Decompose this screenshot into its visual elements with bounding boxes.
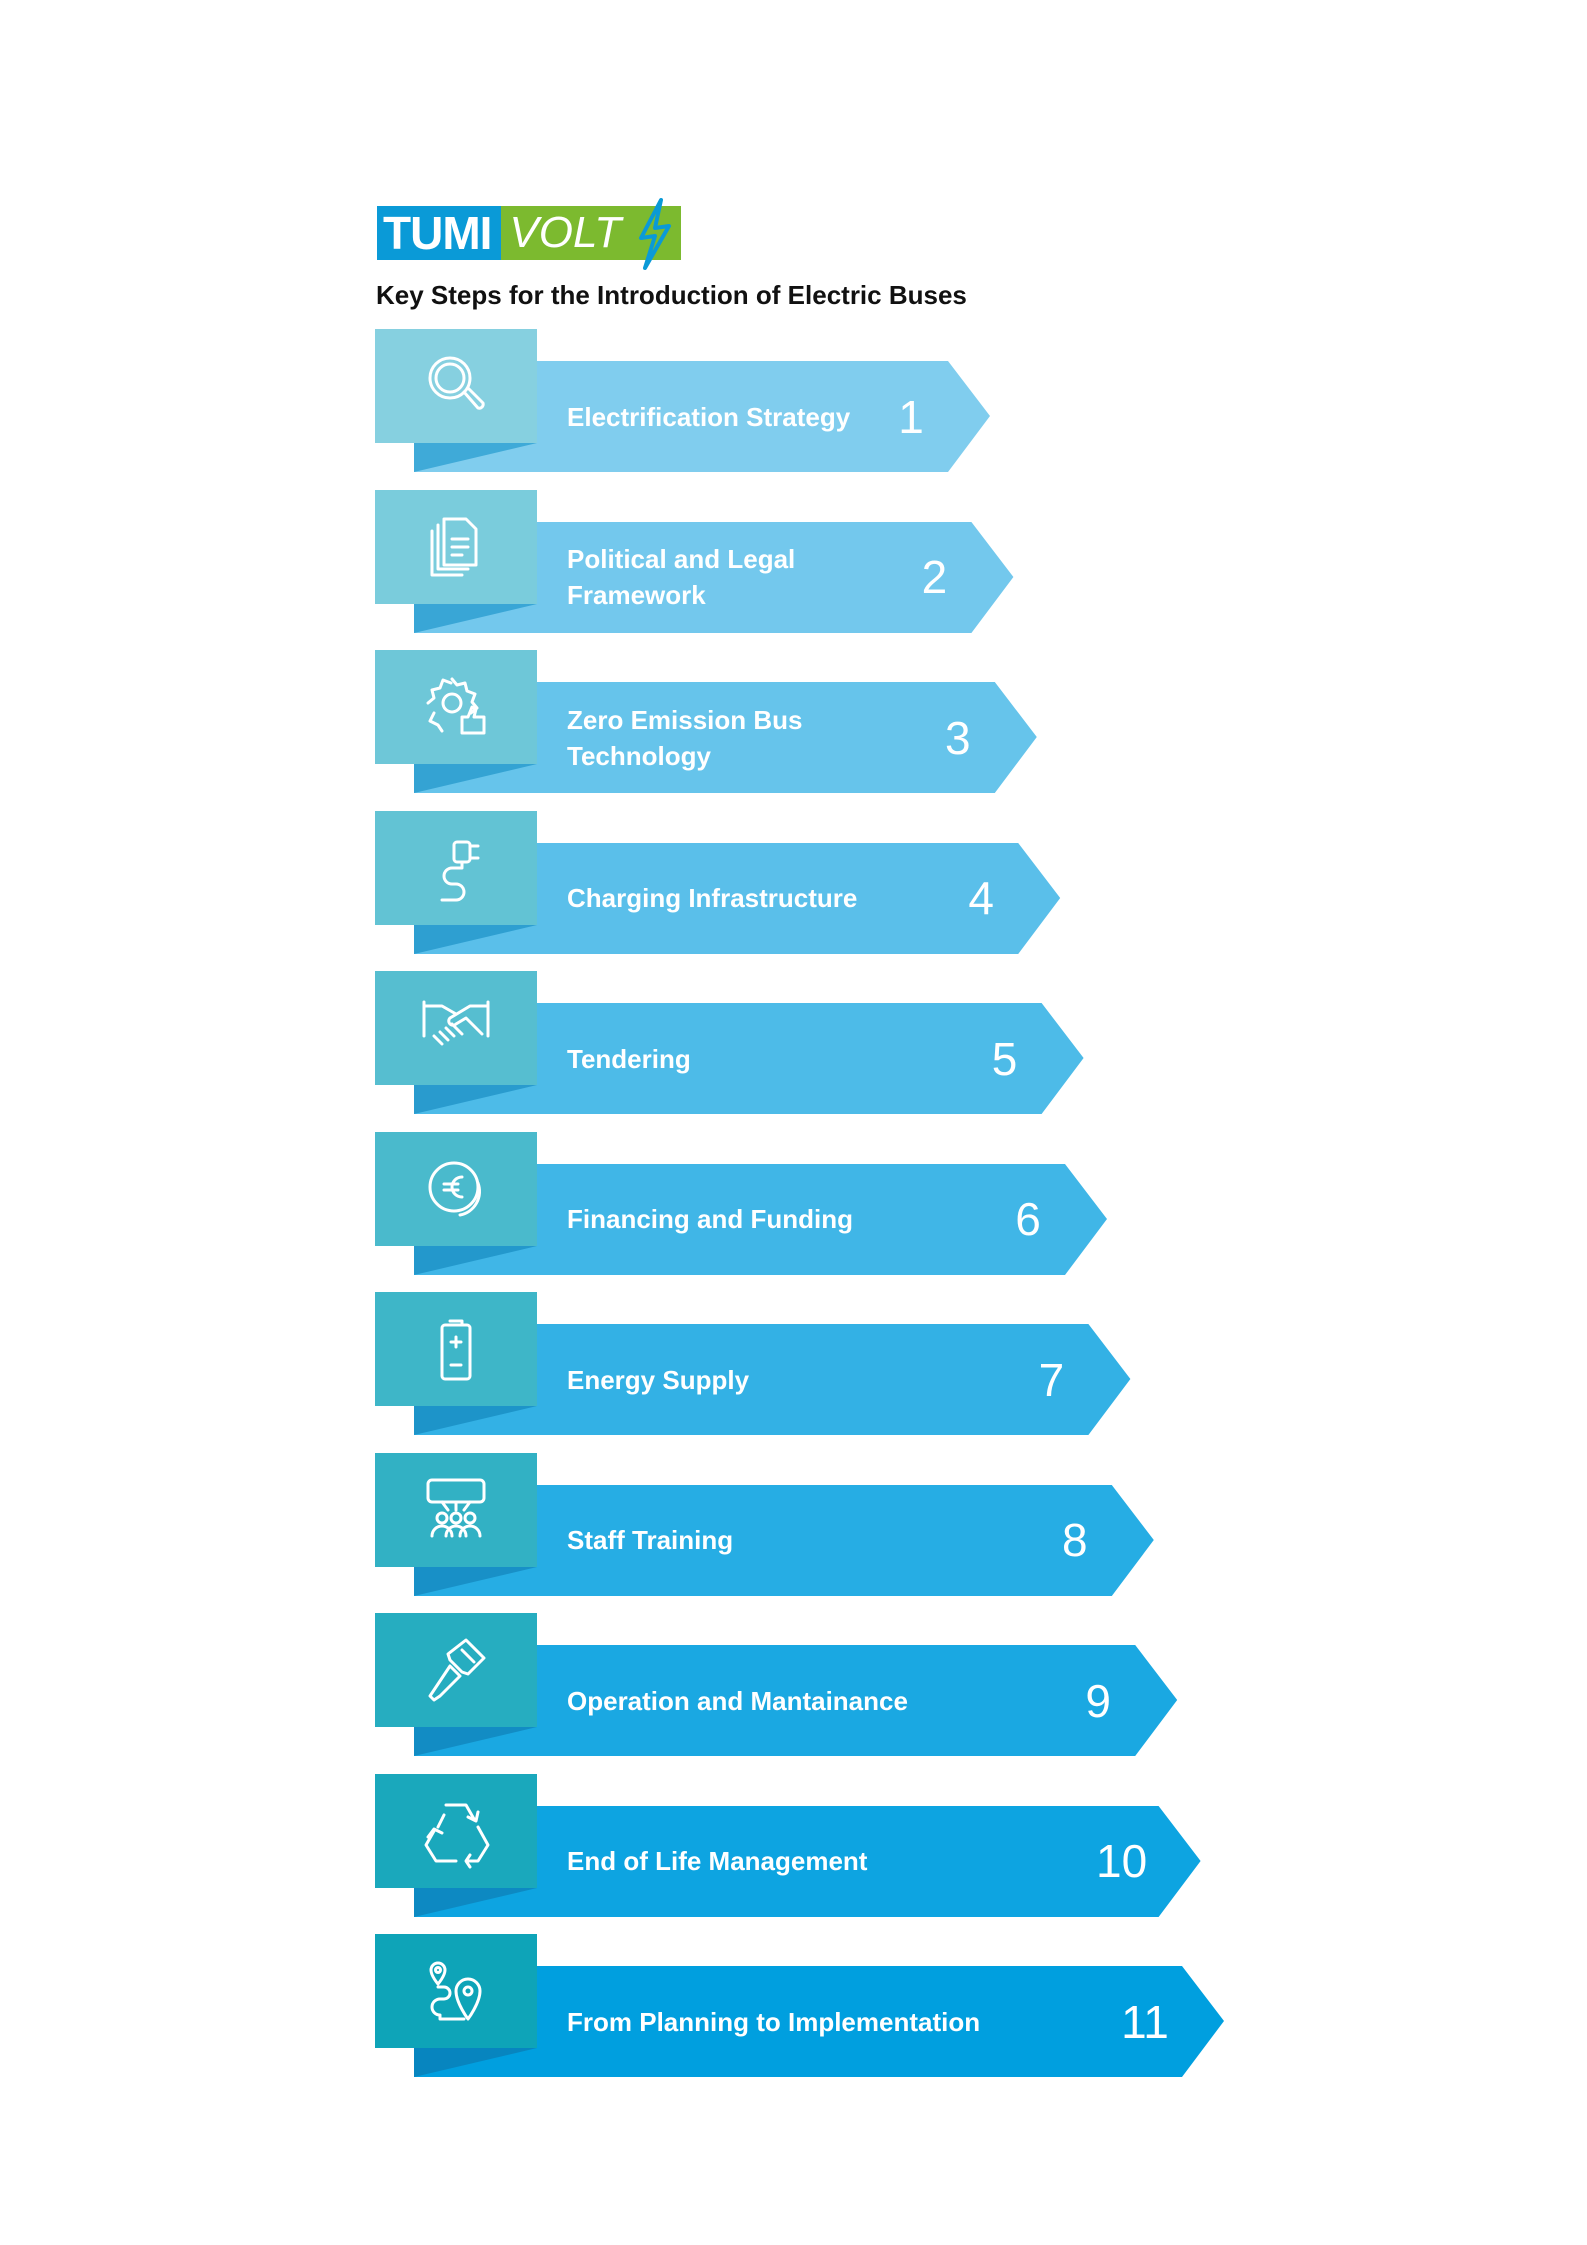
step-row-1: Electrification Strategy 1	[0, 329, 1587, 489]
step-row-8: Staff Training 8	[0, 1452, 1587, 1613]
screwdriver-icon	[428, 1638, 486, 1702]
step-label: Charging Infrastructure	[567, 883, 858, 913]
step-label: Tendering	[567, 1043, 691, 1074]
banner-arrow	[414, 842, 1061, 954]
icon-tile	[375, 650, 537, 764]
banner-arrow	[414, 1003, 1084, 1114]
step-row-6: Financing and Funding 6	[0, 1131, 1587, 1292]
gear-thumbs-up-icon	[426, 677, 486, 735]
step-number: 7	[1038, 1353, 1065, 1406]
arrow-shape	[414, 1484, 1154, 1596]
step-label: Political and Legal Framework	[567, 544, 796, 610]
icon-tile	[375, 1613, 537, 1727]
step-label: Financing and Funding	[567, 1204, 853, 1234]
step-row-11: From Planning to Implementation 11	[0, 1934, 1587, 2094]
banner-arrow	[414, 361, 990, 472]
route-pins-icon	[429, 1961, 482, 2021]
banner-arrow	[414, 1966, 1224, 2077]
step-row-7: Energy Supply 7	[0, 1292, 1587, 1452]
arrow-shape	[414, 1163, 1107, 1275]
step-row-2: Political and Legal Framework 2	[0, 489, 1587, 650]
step-row-5: Tendering 5	[0, 971, 1587, 1131]
step-label: Staff Training	[567, 1525, 734, 1555]
documents-icon	[430, 517, 478, 576]
banner-arrow	[414, 1163, 1107, 1275]
step-row-4: Charging Infrastructure 4	[0, 810, 1587, 971]
step-label: From Planning to Implementation	[567, 2006, 981, 2037]
banner-arrow	[414, 1645, 1178, 1756]
step-number: 5	[991, 1032, 1018, 1085]
step-label: Operation and Mantainance	[567, 1685, 908, 1716]
step-number: 2	[921, 551, 948, 603]
euro-coin-icon	[428, 1161, 482, 1216]
magnifier-icon	[428, 356, 485, 410]
banner-arrow	[414, 682, 1037, 793]
recycle-icon	[424, 1803, 490, 1868]
arrow-shape	[414, 842, 1061, 954]
plug-icon	[440, 840, 480, 901]
arrow-shape	[414, 682, 1037, 793]
arrow-shape	[414, 361, 990, 472]
step-number: 9	[1085, 1674, 1111, 1727]
logo-tumi: TUMI	[377, 206, 502, 260]
icon-tile	[375, 489, 537, 604]
icon-tile	[375, 1131, 537, 1246]
step-label: Electrification Strategy	[567, 401, 851, 432]
step-row-3: Zero Emission Bus Technology 3	[0, 650, 1587, 810]
step-number: 6	[1015, 1193, 1041, 1245]
step-number: 10	[1096, 1835, 1148, 1887]
icon-tile	[375, 971, 537, 1085]
page-title: Key Steps for the Introduction of Electr…	[376, 280, 967, 310]
step-label: End of Life Management	[567, 1846, 868, 1876]
arrow-shape	[414, 1966, 1224, 2077]
step-number: 1	[898, 390, 924, 443]
step-row-10: End of Life Management 10	[0, 1773, 1587, 1934]
banner-arrow	[414, 1324, 1131, 1435]
step-number: 8	[1062, 1514, 1088, 1566]
banner-arrow	[414, 1805, 1201, 1917]
banner-arrow	[414, 521, 1014, 633]
arrow-shape	[414, 1003, 1084, 1114]
tumi-volt-logo: TUMI VOLT	[377, 198, 682, 270]
step-label: Energy Supply	[567, 1364, 750, 1395]
banner-arrow	[414, 1484, 1154, 1596]
logo-volt-text: VOLT	[509, 208, 622, 257]
logo-volt: VOLT	[501, 198, 682, 270]
icon-tile	[375, 1292, 537, 1406]
step-number: 11	[1121, 1995, 1169, 2048]
step-row-9: Operation and Mantainance 9	[0, 1613, 1587, 1773]
handshake-icon	[422, 1000, 490, 1046]
training-group-icon	[426, 1478, 486, 1537]
lightning-bolt-icon	[639, 198, 672, 270]
battery-icon	[440, 1319, 472, 1381]
arrow-shape	[414, 1324, 1131, 1435]
arrow-shape	[414, 521, 1014, 633]
arrow-shape	[414, 1645, 1178, 1756]
step-label: Zero Emission Bus Technology	[567, 704, 803, 771]
icon-tile	[375, 1934, 537, 2048]
arrow-shape	[414, 1805, 1201, 1917]
icon-tile	[375, 1773, 537, 1888]
icon-tile	[375, 329, 537, 443]
step-number: 3	[945, 711, 971, 764]
icon-tile	[375, 810, 537, 925]
step-number: 4	[968, 872, 994, 924]
icon-tile	[375, 1452, 537, 1567]
